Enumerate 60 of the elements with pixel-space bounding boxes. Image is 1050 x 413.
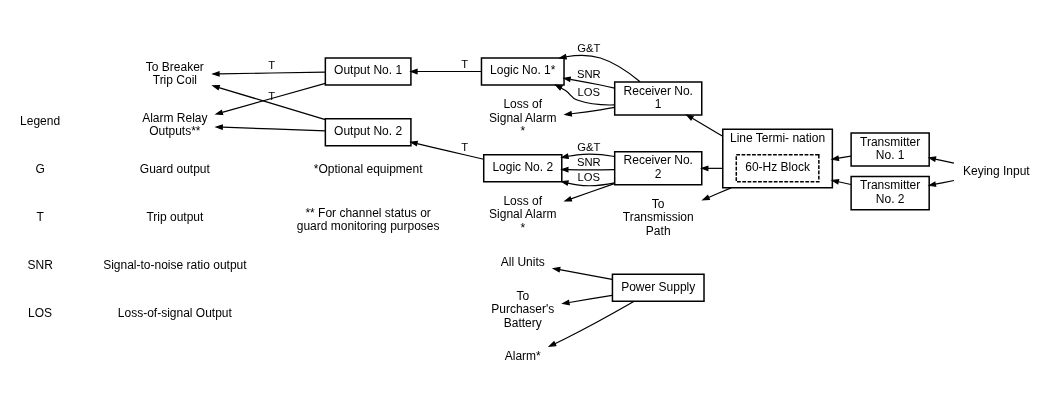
arrow — [685, 113, 724, 137]
arrow — [558, 53, 641, 82]
node-text: Loss of Signal Alarm * — [489, 193, 557, 235]
arrow — [560, 179, 616, 186]
arrow — [561, 294, 613, 305]
node-box: Logic No. 2 — [482, 153, 563, 183]
arrow — [214, 123, 326, 131]
node-box: Logic No. 1* — [480, 56, 565, 86]
node-text: Loss of Signal Alarm * — [489, 96, 557, 138]
edge-label: G&T — [577, 140, 601, 153]
label: Trip output — [146, 209, 204, 224]
arrow — [563, 182, 615, 202]
label: G — [35, 161, 45, 176]
label: Guard output — [139, 161, 210, 176]
label: ** For channel status or guard monitoring purposes — [296, 205, 440, 233]
label: Loss-of-signal Output — [117, 305, 232, 320]
edge-label: G&T — [577, 41, 601, 54]
node-text: Keying Input — [962, 163, 1030, 178]
arrow — [830, 178, 852, 185]
arrow — [701, 186, 732, 201]
arrow — [409, 68, 482, 74]
edge-label: LOS — [577, 170, 601, 183]
edge-label: T — [268, 58, 276, 71]
arrow — [830, 154, 852, 161]
label: *Optional equipment — [313, 161, 423, 176]
arrow — [560, 152, 616, 159]
label: LOS — [28, 305, 53, 320]
node-text: All Units — [500, 254, 545, 269]
node-box: Transmitter No. 2 — [850, 175, 930, 210]
label: Legend — [20, 113, 61, 128]
label: SNR — [27, 257, 53, 272]
arrow — [554, 83, 616, 106]
node-text: To Transmission Path — [622, 196, 694, 238]
arrow — [547, 300, 635, 347]
arrow — [927, 179, 955, 187]
node-box: Receiver No. 2 — [613, 150, 703, 186]
edge-label: T — [461, 57, 469, 70]
node-box: Power Supply — [611, 272, 705, 302]
node-box: Receiver No. 1 — [613, 80, 703, 116]
edge-label: T — [461, 140, 469, 153]
label: Signal-to-noise ratio output — [103, 257, 247, 272]
node-box: Transmitter No. 1 — [850, 131, 930, 167]
arrow — [560, 166, 616, 173]
node-text: To Breaker Trip Coil — [145, 59, 204, 87]
arrow — [211, 70, 326, 77]
label: T — [36, 209, 44, 224]
node-box: 60-Hz Block — [735, 153, 820, 183]
edge-label: SNR — [576, 67, 601, 80]
node-box: Output No. 2 — [324, 117, 412, 147]
arrow — [409, 140, 485, 160]
edge-label: SNR — [576, 155, 601, 168]
node-box: Output No. 1 — [324, 56, 412, 86]
node-text: To Purchaser's Battery — [491, 288, 555, 330]
edge-label: LOS — [577, 85, 601, 98]
arrow — [927, 155, 955, 164]
arrow — [562, 75, 616, 89]
node-text: Alarm Relay Outputs** — [142, 110, 208, 138]
arrow — [551, 266, 613, 280]
node-text: Alarm* — [504, 348, 541, 363]
arrow — [563, 106, 616, 117]
